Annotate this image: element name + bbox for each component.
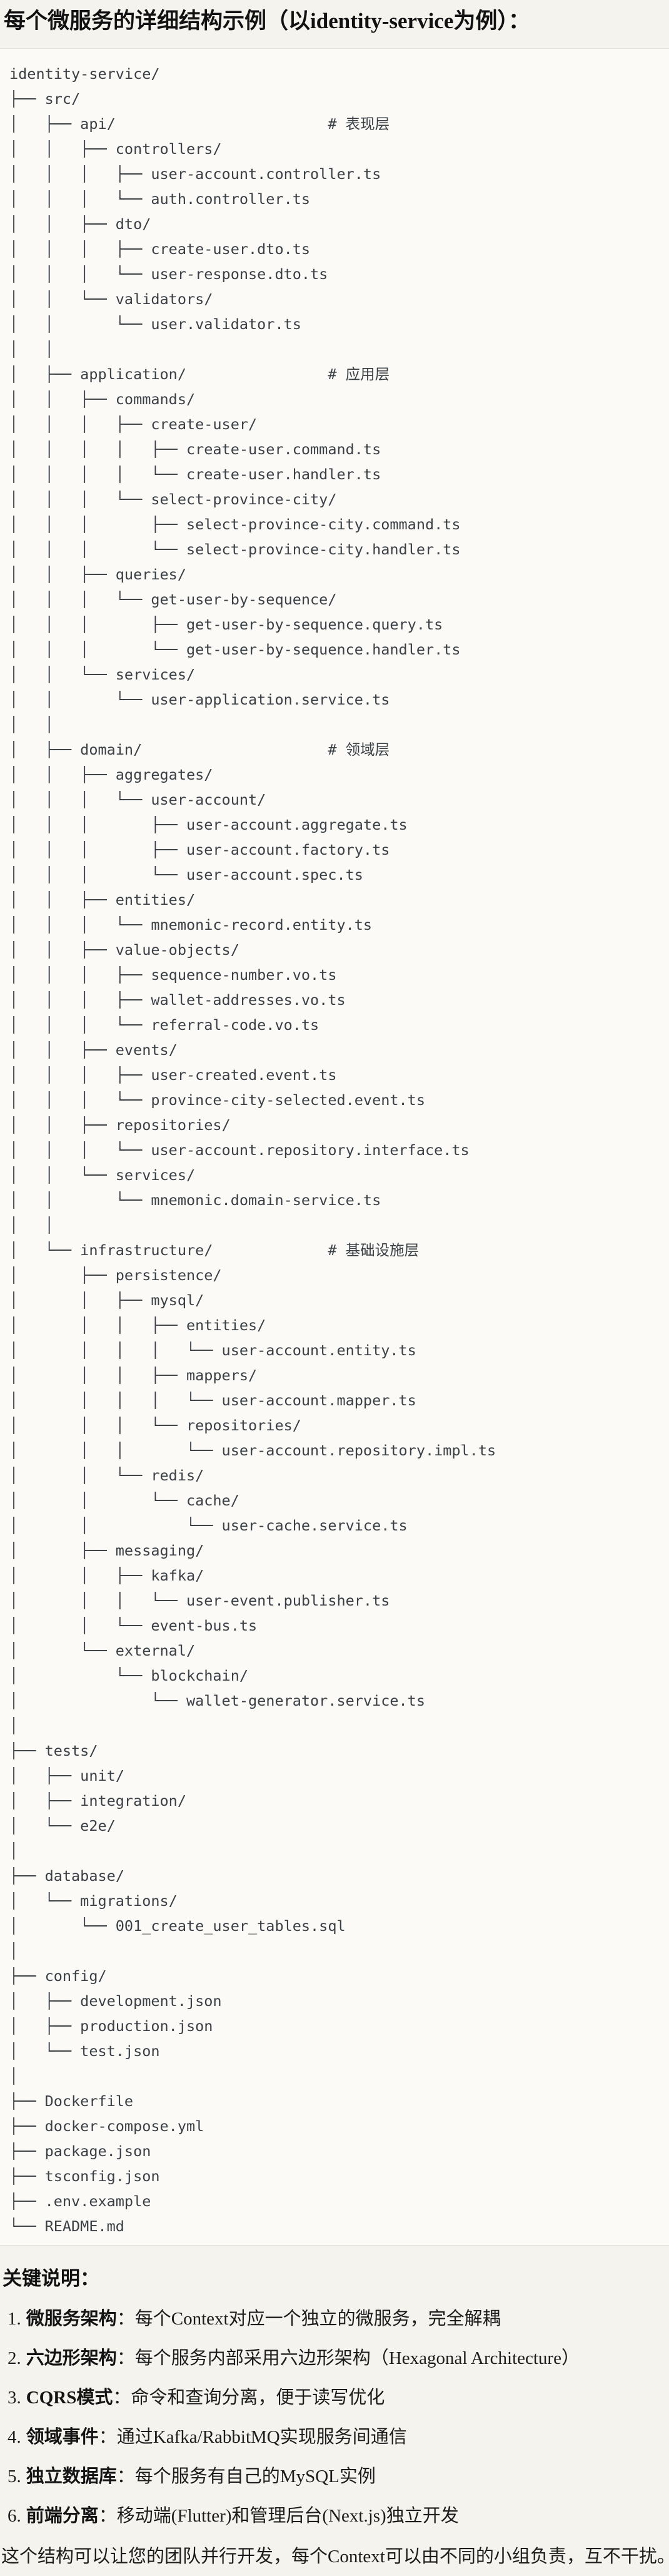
directory-tree: identity-service/ ├── src/ │ ├── api/ # …: [9, 64, 496, 2235]
list-item-colon: ：: [113, 2387, 131, 2408]
list-item-colon: ：: [116, 2348, 135, 2368]
list-item-label: CQRS模式: [26, 2387, 113, 2408]
notes-list: 1.微服务架构：每个Context对应一个独立的微服务，完全解耦 2.六边形架构…: [1, 2306, 663, 2528]
list-item-colon: ：: [116, 2308, 135, 2329]
list-item-number: 1.: [8, 2308, 21, 2329]
page-title: 每个微服务的详细结构示例（以identity-service为例）：: [4, 9, 530, 33]
list-item: 6.前端分离：移动端(Flutter)和管理后台(Next.js)独立开发: [1, 2503, 663, 2528]
list-item-colon: ：: [98, 2426, 117, 2447]
list-item-number: 6.: [8, 2505, 21, 2526]
list-item-colon: ：: [98, 2505, 117, 2526]
list-item-label: 六边形架构: [26, 2348, 117, 2368]
list-item-label: 微服务架构: [26, 2308, 117, 2329]
list-item-label: 独立数据库: [26, 2466, 117, 2487]
list-item-number: 3.: [8, 2387, 21, 2408]
list-item-colon: ：: [116, 2466, 135, 2487]
list-item: 3.CQRS模式：命令和查询分离，便于读写优化: [1, 2385, 663, 2410]
list-item-label: 前端分离: [26, 2505, 99, 2526]
list-item: 4.领域事件：通过Kafka/RabbitMQ实现服务间通信: [1, 2425, 663, 2450]
notes-footer: 这个结构可以让您的团队并行开发，每个Context可以由不同的小组负责，互不干扰…: [1, 2546, 669, 2567]
list-item-label: 领域事件: [26, 2426, 99, 2447]
list-item-text: 命令和查询分离，便于读写优化: [131, 2387, 385, 2408]
list-item: 5.独立数据库：每个服务有自己的MySQL实例: [1, 2464, 663, 2489]
list-item-text: 每个服务内部采用六边形架构（Hexagonal Architecture）: [134, 2348, 580, 2368]
list-item-text: 移动端(Flutter)和管理后台(Next.js)独立开发: [116, 2505, 459, 2526]
list-item-text: 通过Kafka/RabbitMQ实现服务间通信: [116, 2426, 407, 2447]
notes-section: 关键说明： 1.微服务架构：每个Context对应一个独立的微服务，完全解耦 2…: [0, 2266, 669, 2569]
list-item: 1.微服务架构：每个Context对应一个独立的微服务，完全解耦: [1, 2306, 663, 2331]
list-item-number: 5.: [8, 2466, 21, 2487]
list-item-number: 2.: [8, 2348, 21, 2368]
notes-heading: 关键说明：: [3, 2267, 99, 2289]
list-item: 2.六边形架构：每个服务内部采用六边形架构（Hexagonal Architec…: [1, 2346, 663, 2371]
list-item-text: 每个服务有自己的MySQL实例: [134, 2466, 376, 2487]
code-block: identity-service/ ├── src/ │ ├── api/ # …: [0, 48, 669, 2246]
list-item-text: 每个Context对应一个独立的微服务，完全解耦: [134, 2308, 501, 2329]
list-item-number: 4.: [8, 2426, 21, 2447]
